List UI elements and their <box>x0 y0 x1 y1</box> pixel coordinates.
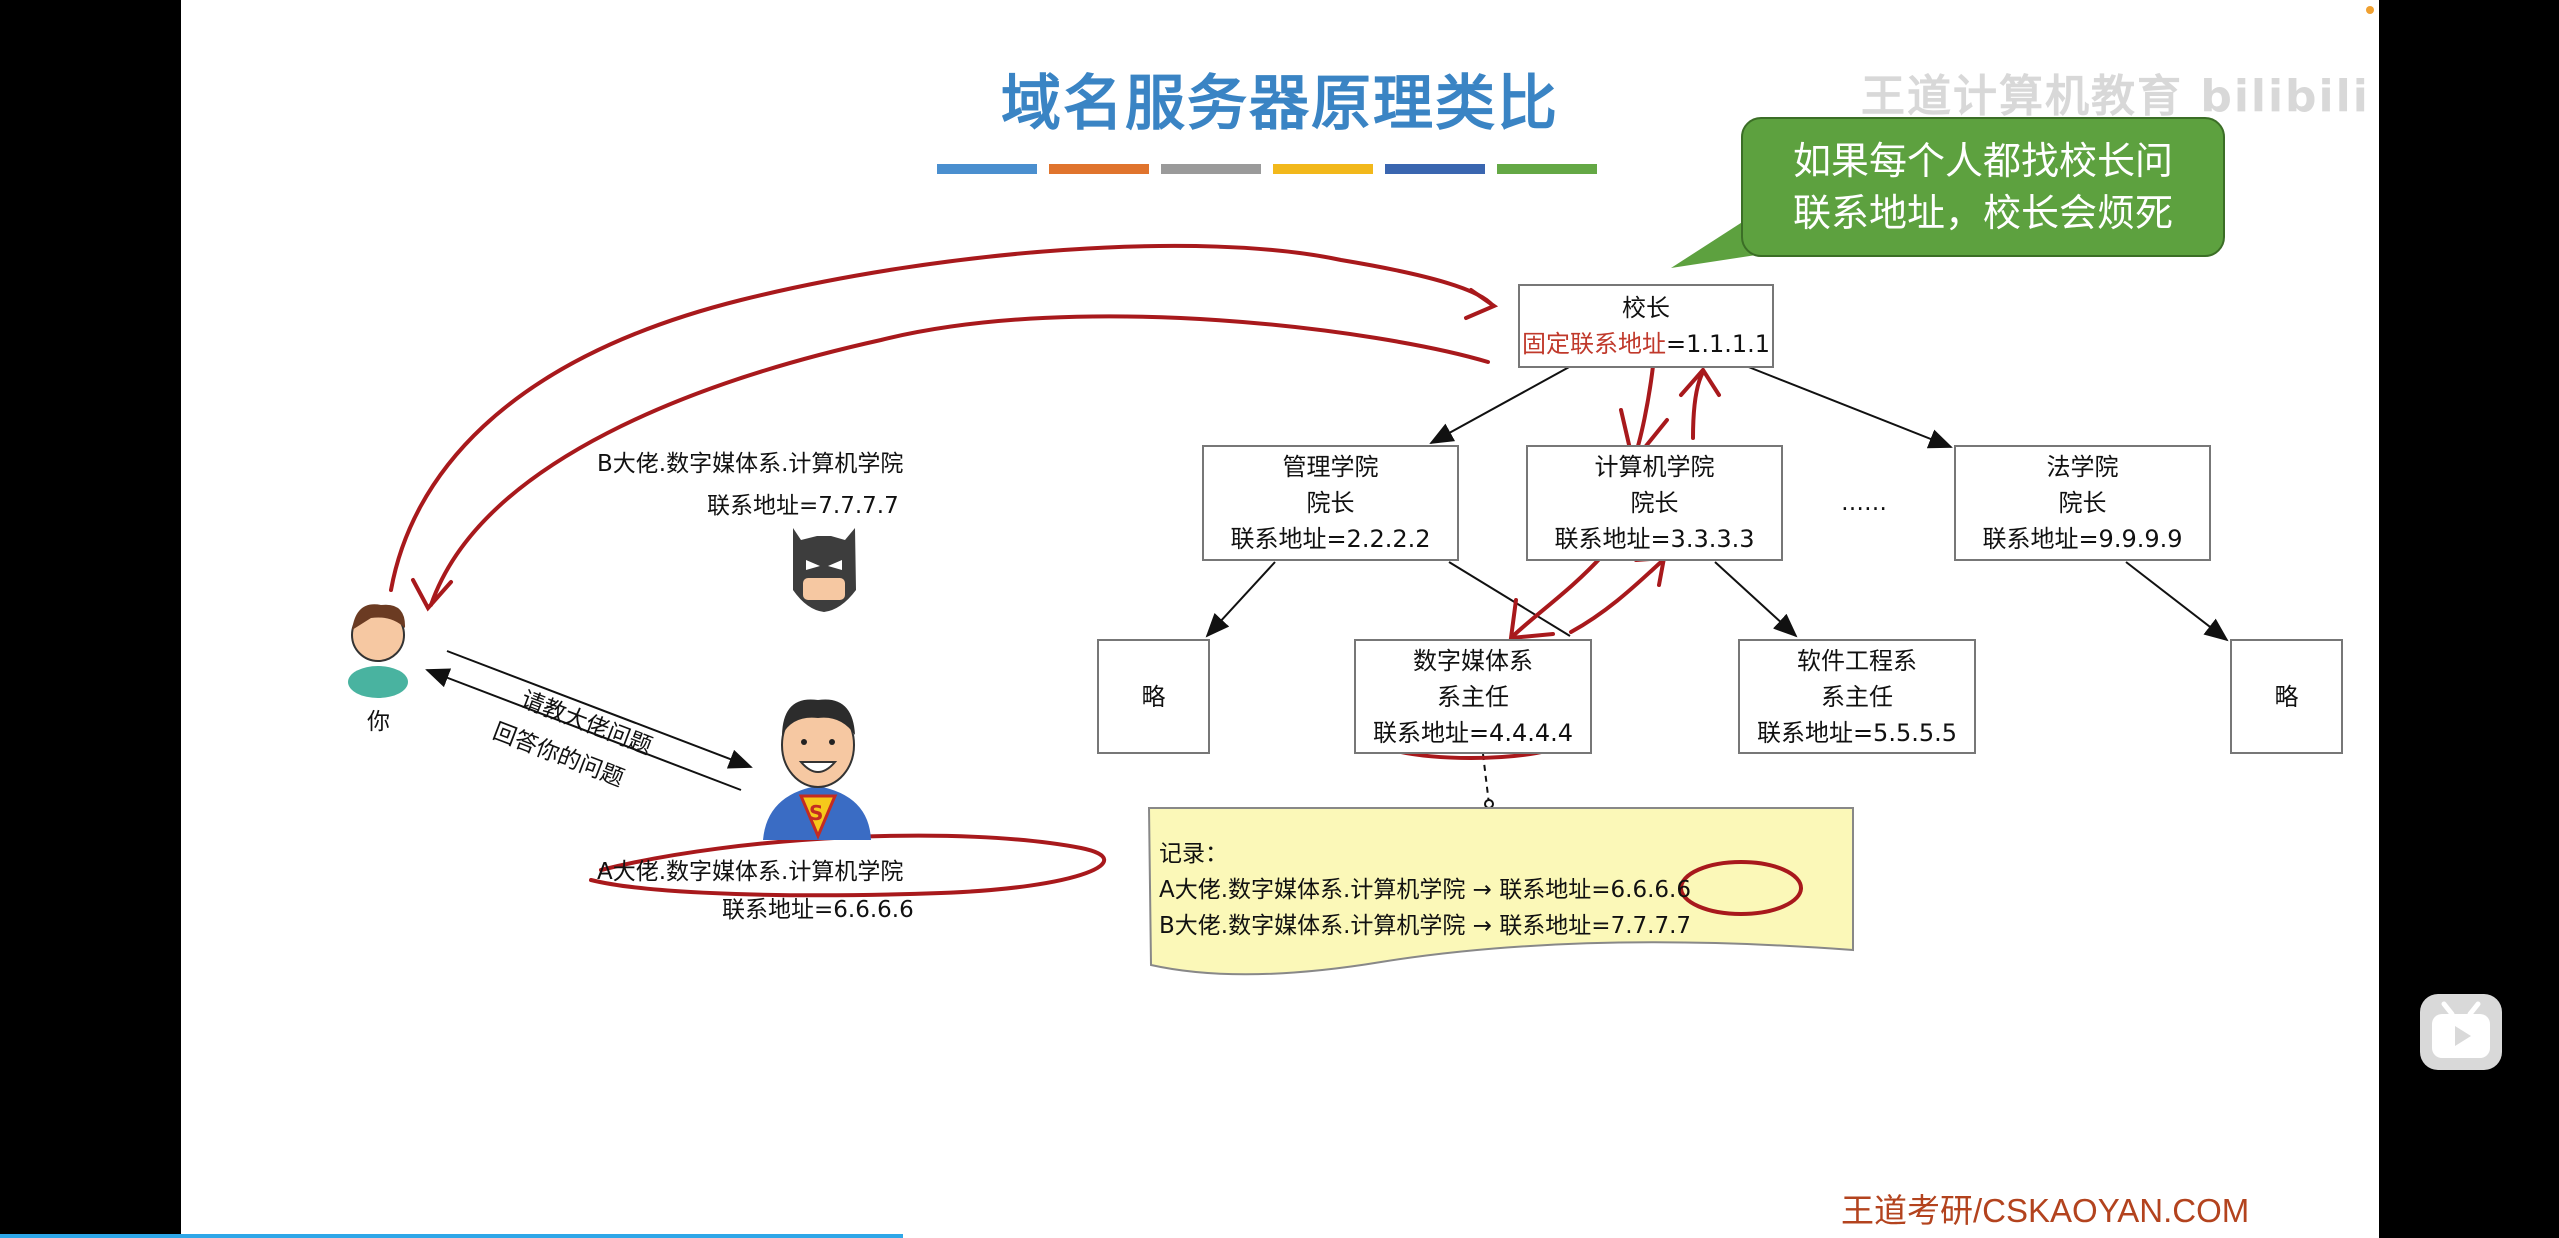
node-line: 法学院 <box>2046 453 2119 481</box>
footer-brand: 王道考研/CSKAOYAN.COM <box>1841 1192 2250 1229</box>
node-principal-title: 校长 <box>1622 294 1670 322</box>
color-bar <box>1497 164 1597 174</box>
a-name-label: A大佬.数字媒体系.计算机学院 <box>597 859 904 885</box>
record-note-bg <box>1147 807 1854 976</box>
record-title: 记录： <box>1159 841 1228 867</box>
answer-arrow <box>425 668 742 791</box>
record-text: 记录： A大佬.数字媒体系.计算机学院 → 联系地址=6.6.6.6 B大佬.数… <box>1159 836 1691 944</box>
batman-avatar <box>793 528 856 612</box>
red-curve-to-principal <box>389 243 1495 592</box>
edge-cs-media <box>1448 561 1571 637</box>
ellipsis: …… <box>1841 490 1887 516</box>
node-line: 系主任 <box>1821 682 1893 711</box>
node-line: 略 <box>2274 682 2299 711</box>
node-mgmt-college: 管理学院 院长 联系地址=2.2.2.2 <box>1202 445 1459 561</box>
play-icon <box>2432 1001 2490 1058</box>
bubble-line-1: 如果每个人都找校长问 <box>1792 139 2173 183</box>
watermark: 王道计算机教育 bilibili <box>1861 71 2370 122</box>
edge-root-mgmt <box>1429 365 1572 444</box>
indicator-dot <box>2366 6 2374 14</box>
node-omit-right: 略 <box>2230 639 2343 754</box>
speech-bubble: 如果每个人都找校长问 联系地址，校长会烦死 <box>1741 117 2225 257</box>
edge-root-law <box>1745 365 1953 449</box>
red-arrow-to-media <box>1511 553 1605 638</box>
you-avatar <box>348 604 408 698</box>
color-bar <box>1273 164 1373 174</box>
title-color-bars <box>937 164 1597 174</box>
node-cs-college: 计算机学院 院长 联系地址=3.3.3.3 <box>1526 445 1783 561</box>
edge-cs-soft <box>1714 561 1798 638</box>
red-arrowhead <box>1464 288 1499 320</box>
node-software-eng: 软件工程系 系主任 联系地址=5.5.5.5 <box>1738 639 1976 754</box>
color-bar <box>1385 164 1485 174</box>
red-arrow-up <box>1691 370 1705 440</box>
node-line: 联系地址=4.4.4.4 <box>1372 718 1574 747</box>
node-line: 院长 <box>1306 489 1355 517</box>
superman-avatar: S <box>763 699 871 840</box>
a-address-label: 联系地址=6.6.6.6 <box>722 897 914 923</box>
red-arrowhead <box>1679 366 1721 397</box>
record-line-2: B大佬.数字媒体系.计算机学院 → 联系地址=7.7.7.7 <box>1159 913 1692 939</box>
edge-law-omit <box>2125 561 2229 642</box>
red-circle-record-address <box>1679 860 1803 916</box>
red-arrowhead <box>1508 598 1555 641</box>
superman-logo-icon: S <box>809 801 823 825</box>
node-line: 略 <box>1141 682 1166 711</box>
ask-arrow <box>446 650 753 769</box>
node-line: 数字媒体系 <box>1413 646 1533 675</box>
node-line: 管理学院 <box>1282 453 1379 481</box>
b-name-label: B大佬.数字媒体系.计算机学院 <box>597 451 904 477</box>
record-line-1: A大佬.数字媒体系.计算机学院 → 联系地址=6.6.6.6 <box>1159 877 1691 903</box>
node-line: 计算机学院 <box>1594 453 1715 481</box>
you-label: 你 <box>367 709 390 735</box>
fixed-address-value: =1.1.1.1 <box>1665 330 1771 358</box>
node-line: 联系地址=3.3.3.3 <box>1554 525 1755 553</box>
node-digital-media: 数字媒体系 系主任 联系地址=4.4.4.4 <box>1354 639 1592 754</box>
node-line: 软件工程系 <box>1797 646 1917 675</box>
node-omit-left: 略 <box>1097 639 1210 754</box>
color-bar <box>1161 164 1261 174</box>
node-line: 院长 <box>1630 489 1679 517</box>
node-line: 联系地址=2.2.2.2 <box>1230 525 1431 553</box>
color-bar <box>1049 164 1149 174</box>
b-address-label: 联系地址=7.7.7.7 <box>707 493 899 519</box>
slide: 域名服务器原理类比 王道计算机教育 bilibili <box>181 0 2379 1238</box>
bubble-line-2: 联系地址，校长会烦死 <box>1792 191 2173 235</box>
node-law-college: 法学院 院长 联系地址=9.9.9.9 <box>1954 445 2211 561</box>
record-note: 记录： A大佬.数字媒体系.计算机学院 → 联系地址=6.6.6.6 B大佬.数… <box>1149 808 1853 978</box>
edge-mgmt-omit <box>1205 561 1276 638</box>
play-button[interactable] <box>2420 994 2502 1070</box>
note-connector <box>1482 753 1490 805</box>
red-arrow-up-cs <box>1569 560 1663 634</box>
red-arrowhead <box>411 578 453 612</box>
fixed-address-label: 固定联系地址 <box>1521 330 1666 358</box>
node-line: 联系地址=5.5.5.5 <box>1756 718 1958 747</box>
color-bar <box>937 164 1037 174</box>
node-principal: 校长 固定联系地址=1.1.1.1 <box>1518 284 1774 368</box>
node-line: 联系地址=9.9.9.9 <box>1982 525 2183 553</box>
node-principal-address: 固定联系地址=1.1.1.1 <box>1522 326 1770 362</box>
node-line: 系主任 <box>1437 682 1509 711</box>
red-curve-back <box>429 314 1490 607</box>
slide-title: 域名服务器原理类比 <box>1001 69 1559 139</box>
video-progress-bar[interactable] <box>0 1234 903 1238</box>
diagram-lines: S <box>348 210 2229 976</box>
node-line: 院长 <box>2058 489 2107 517</box>
note-anchor <box>1484 799 1494 809</box>
